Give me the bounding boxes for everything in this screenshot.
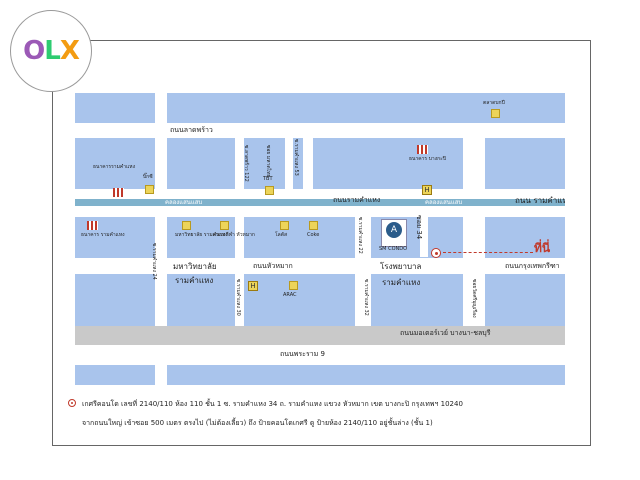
label-hospital: โรงพยาบาล: [380, 262, 422, 271]
label-soi-h: ซอยวัดศรีบุญเรือง: [471, 279, 477, 318]
label-market: ตลาดบกปี: [483, 100, 505, 106]
poi-coke-icon: [309, 221, 318, 230]
label-hua-mak: ถนนหัวหมาก: [253, 262, 293, 270]
label-canal: คลองแสนแสบ: [165, 199, 203, 206]
poi-tbt-icon: [265, 186, 274, 195]
label-ramkhamhaeng-right: ถนน รามคำแหง: [515, 196, 565, 205]
label-univ: มหาวิทยาลัย รามคำแหง: [175, 232, 228, 238]
location-pointer-line: [443, 252, 533, 253]
label-soi-d: ซ.ลาดพร้าว 122: [243, 145, 249, 182]
label-krungthep-kritha: ถนนกรุงเทพกรีฑา: [505, 262, 560, 270]
motorway-band: [75, 326, 565, 345]
label-soi-a: ซ.รามคำแหง 24: [151, 243, 157, 280]
poi-lotus-icon: [280, 221, 289, 230]
olx-logo: O L X: [10, 10, 92, 92]
label-here: ที่นี่: [534, 241, 551, 255]
label-lat-phrao: ถนนลาดพร้าว: [170, 126, 213, 134]
canal-saen-saep: [75, 199, 565, 206]
poi-market-icon: [491, 109, 500, 118]
hotel-icon-1: H: [422, 185, 432, 195]
location-map: ถนนลาดพร้าว คลองแสนแสบ คลองแสนแสบ ถนนราม…: [75, 93, 565, 385]
footer-marker-icon: [68, 399, 76, 407]
road-v4: [303, 138, 313, 198]
label-condo: SM CONDO: [379, 246, 408, 252]
poi-univ-icon: [182, 221, 191, 230]
poi-big-c-icon: [145, 185, 154, 194]
label-ramkhamhaeng: ถนนรามคำแหง: [333, 196, 381, 204]
address-line-2: จากถนนใหญ่ เข้าซอย 500 เมตร ตรงไป (ไม่ต้…: [82, 419, 433, 427]
label-big-c: บิ๊กซี: [143, 174, 153, 180]
label-hospital-ram: รามคำแหง: [382, 278, 421, 287]
bank-icon-2: [417, 145, 428, 154]
logo-letter-x: X: [59, 36, 80, 66]
road-phra-ram-9: [75, 345, 565, 365]
condo-logo-icon: A: [386, 222, 402, 238]
bank-icon-1: [113, 188, 124, 197]
road-hua-mak: [75, 258, 565, 274]
road-soi-34: [420, 217, 428, 257]
poi-arac-icon: [289, 281, 298, 290]
label-ramk-big: รามคำแหง: [175, 276, 214, 285]
label-bank-2: ธนาคาร บางกะปิ: [409, 156, 447, 162]
label-tbt: TBT: [263, 176, 273, 182]
label-motorway: ถนนมอเตอร์เวย์ บางนา-ชลบุรี: [400, 329, 491, 337]
hotel-icon-2: H: [248, 281, 258, 291]
label-coke: Coke: [307, 232, 320, 238]
label-soi-34: ซอย 34: [415, 215, 423, 240]
label-arac: ARAC: [283, 292, 297, 298]
bank-icon-3: [87, 221, 98, 230]
label-soi-e: ซ.รามคำแหง 53: [293, 139, 299, 176]
label-bank-ram-2: ธนาคาร รามคำแหง: [81, 232, 125, 238]
road-v5: [355, 217, 371, 327]
poi-stadium-icon: [220, 221, 229, 230]
label-univ-big: มหาวิทยาลัย: [173, 262, 217, 271]
location-marker-icon: [431, 248, 441, 258]
label-soi-f: ซอย มหาดไทย: [265, 145, 271, 178]
road-v2: [235, 138, 244, 328]
address-line-1: เกศรีคอนโด เลขที่ 2140/110 ห้อง 110 ชั้น…: [82, 400, 463, 408]
label-stadium: สนามกีฬา หัวหมาก: [213, 232, 255, 238]
logo-letter-l: L: [44, 36, 61, 66]
label-phra-ram-9: ถนนพระราม 9: [280, 350, 325, 358]
road-v6: [463, 138, 485, 328]
condo-box: A: [381, 219, 407, 247]
label-lotus: โลตัส: [275, 232, 288, 238]
label-soi-g: ซ.รามคำแหง 32: [363, 279, 369, 316]
road-lat-phrao: [75, 123, 565, 138]
label-bank-ram-1: ธนาคารรามคำแหง: [93, 164, 136, 170]
label-canal-right: คลองแสนแสบ: [425, 199, 463, 206]
logo-letter-o: O: [23, 36, 45, 66]
label-soi-b: ซ.รามคำแหง 22: [357, 217, 363, 254]
road-v3: [285, 138, 293, 198]
label-soi-c: ซ.รามคำแหง 30: [235, 279, 241, 316]
road-v1: [155, 93, 167, 385]
